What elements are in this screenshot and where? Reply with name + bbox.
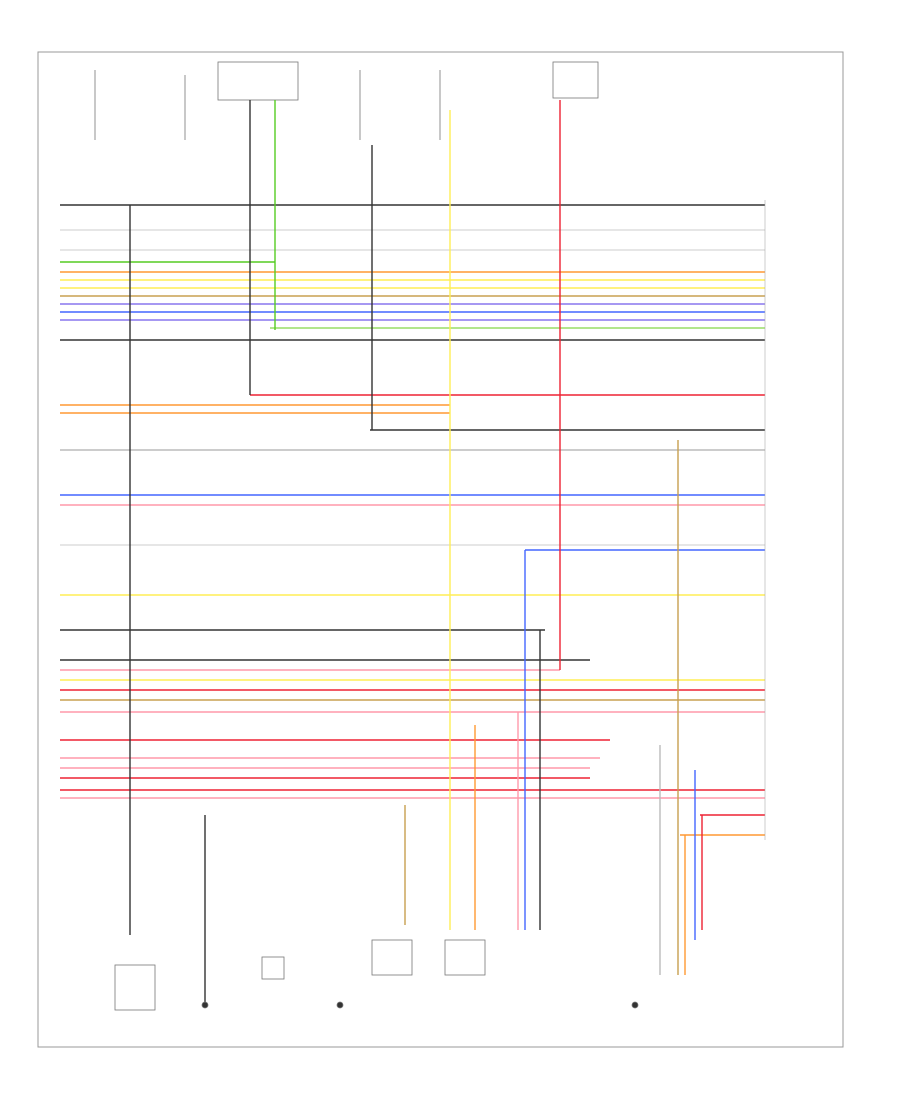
top-components bbox=[94, 61, 599, 140]
vertical-wires bbox=[129, 100, 703, 1005]
connector-component-2 bbox=[444, 939, 486, 976]
transmission-module bbox=[114, 964, 156, 1011]
horizontal-wires bbox=[60, 204, 765, 836]
ground-point-3 bbox=[631, 1001, 639, 1009]
ground-point-1 bbox=[201, 1001, 209, 1009]
bottom-components bbox=[114, 939, 639, 1011]
ecm-relay-component bbox=[552, 61, 599, 99]
diagram-frame bbox=[37, 51, 844, 1048]
ground-point-2 bbox=[336, 1001, 344, 1009]
sensor-component bbox=[261, 956, 285, 980]
connector-component-1 bbox=[371, 939, 413, 976]
fuse-box-component bbox=[217, 61, 299, 101]
